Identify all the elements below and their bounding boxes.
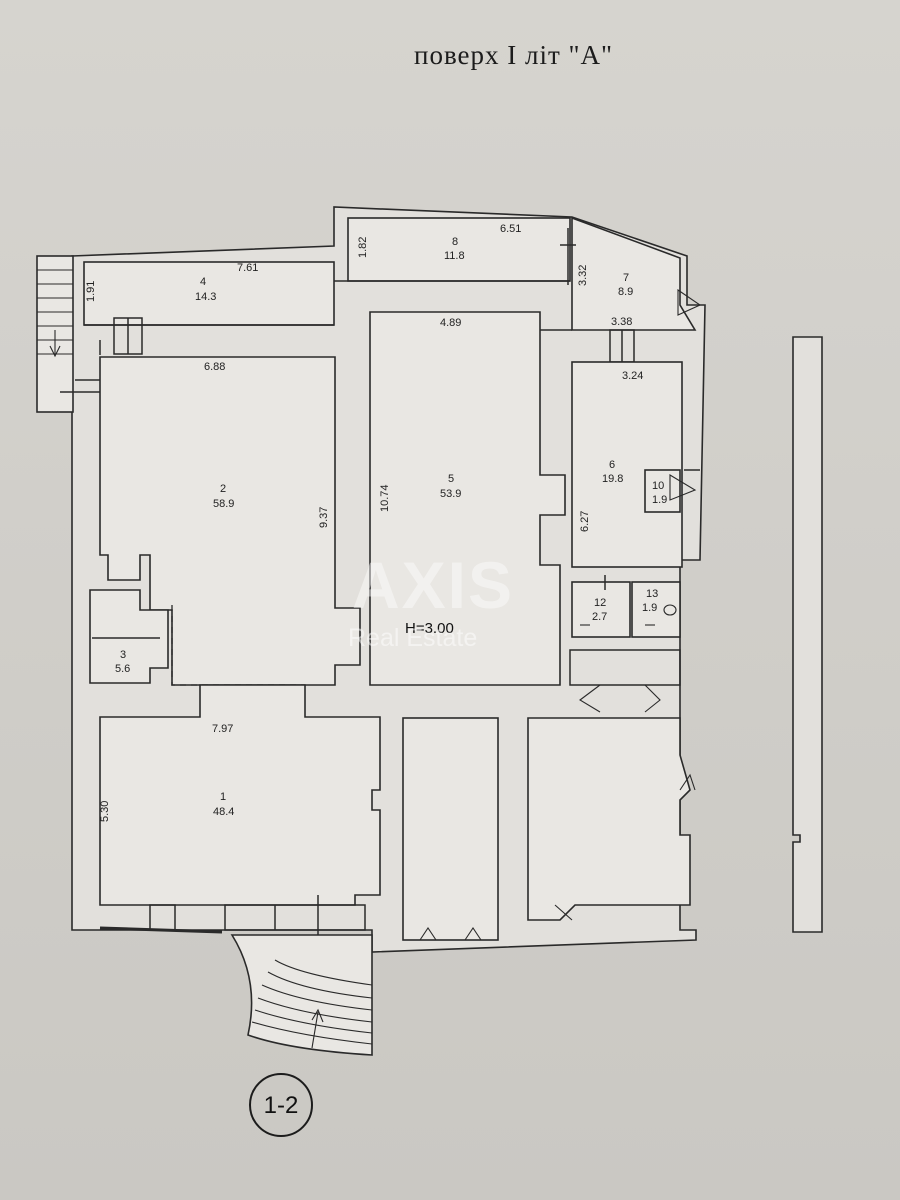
dim-6-27: 6.27 xyxy=(579,511,591,532)
room-unlabeled-a xyxy=(402,717,499,941)
room-7-id: 7 xyxy=(623,272,629,284)
dim-7-61: 7.61 xyxy=(237,262,258,274)
room-1-id: 1 xyxy=(220,791,226,803)
right-annex-wall xyxy=(792,336,823,933)
room-2-id: 2 xyxy=(220,483,226,495)
dim-9-37: 9.37 xyxy=(318,507,330,528)
ceiling-height-label: H=3.00 xyxy=(405,620,454,637)
room-8-area: 11.8 xyxy=(444,250,465,262)
room-6-area: 19.8 xyxy=(602,473,623,485)
room-4-area: 14.3 xyxy=(195,291,216,303)
watermark-subtitle: Real Estate xyxy=(348,624,477,652)
room-unlabeled-b xyxy=(527,717,691,921)
room-6-id: 6 xyxy=(609,459,615,471)
room-10-area: 1.9 xyxy=(652,494,667,506)
room-6 xyxy=(571,361,683,568)
sheet-number-badge: 1-2 xyxy=(249,1073,313,1137)
dim-1-82: 1.82 xyxy=(357,237,369,258)
floor-title: поверх I літ "А" xyxy=(414,40,614,70)
dim-7-97: 7.97 xyxy=(212,723,233,735)
watermark-brand: AXIS xyxy=(352,548,514,622)
room-1 xyxy=(99,684,381,906)
room-12-area: 2.7 xyxy=(592,611,607,623)
room-4 xyxy=(83,261,335,326)
room-7-area: 8.9 xyxy=(618,286,633,298)
room-3 xyxy=(89,589,169,684)
room-3-id: 3 xyxy=(120,649,126,661)
dim-3-38: 3.38 xyxy=(611,316,632,328)
dim-3-24: 3.24 xyxy=(622,370,643,382)
room-12-id: 12 xyxy=(594,597,606,609)
entrance-stair xyxy=(230,934,373,1056)
room-7 xyxy=(571,216,697,331)
dim-4-89: 4.89 xyxy=(440,317,461,329)
sheet-number-text: 1-2 xyxy=(264,1092,299,1119)
room-4-id: 4 xyxy=(200,276,206,288)
room-1-area: 48.4 xyxy=(213,806,234,818)
dim-10-74: 10.74 xyxy=(379,484,391,512)
dim-3-32: 3.32 xyxy=(577,265,589,286)
room-13 xyxy=(631,581,681,638)
room-10-id: 10 xyxy=(652,480,664,492)
left-stair xyxy=(36,255,100,413)
dim-6-88: 6.88 xyxy=(204,361,225,373)
room-5-id: 5 xyxy=(448,473,454,485)
room-13-id: 13 xyxy=(646,588,658,600)
room-13-area: 1.9 xyxy=(642,602,657,614)
room-2-area: 58.9 xyxy=(213,498,234,510)
room-5-area: 53.9 xyxy=(440,488,461,500)
room-5 xyxy=(369,311,566,686)
room-3-area: 5.6 xyxy=(115,663,130,675)
room-8-id: 8 xyxy=(452,236,458,248)
dim-5-30: 5.30 xyxy=(99,801,111,822)
room-8 xyxy=(347,217,571,282)
room-12 xyxy=(571,581,631,638)
dim-1-91: 1.91 xyxy=(85,281,97,302)
dim-6-51: 6.51 xyxy=(500,223,521,235)
